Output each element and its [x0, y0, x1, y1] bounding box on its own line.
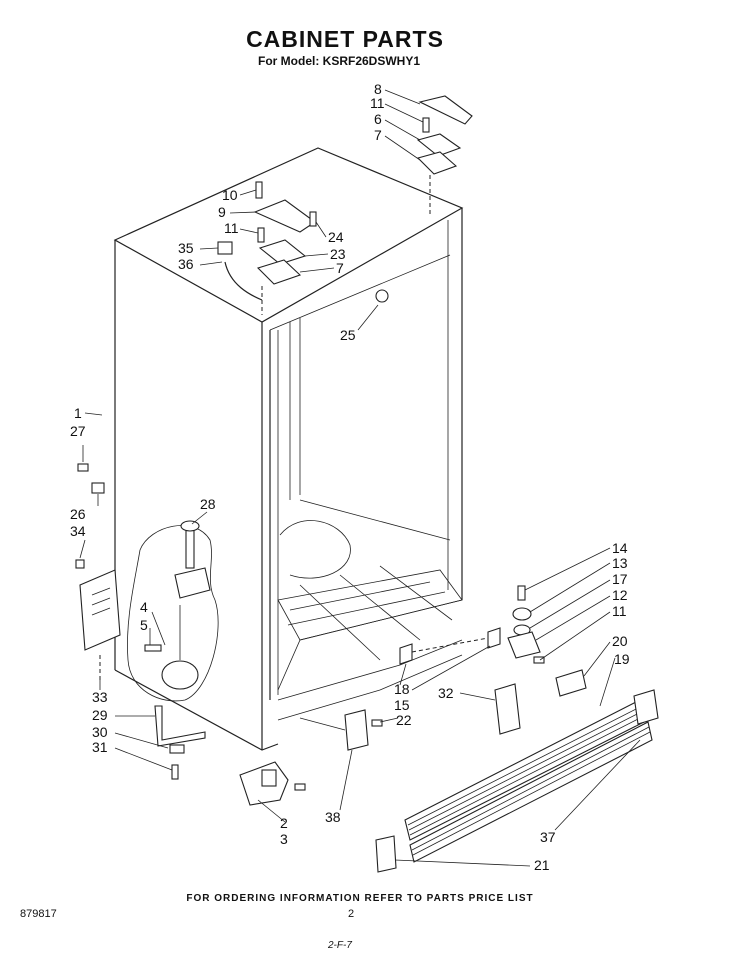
callout-4: 4: [140, 599, 148, 615]
center-bracket: [299, 709, 383, 751]
callout-1: 1: [74, 405, 82, 421]
right-clips: [399, 627, 501, 665]
callout-10: 10: [222, 187, 238, 203]
callout-26: 26: [70, 506, 86, 522]
side-bracket: [79, 569, 121, 680]
page-title: CABINET PARTS: [246, 26, 444, 52]
callout-28: 28: [200, 496, 216, 512]
callout-5: 5: [140, 617, 148, 633]
ordering-note: FOR ORDERING INFORMATION REFER TO PARTS …: [186, 893, 534, 904]
callout-29: 29: [92, 707, 108, 723]
callout-8: 8: [374, 81, 382, 97]
callout-38: 38: [325, 809, 341, 825]
model-number: For Model: KSRF26DSWHY1: [258, 54, 421, 68]
callout-labels: 8 11 6 7 10 9 11 24 35 23 36 7 25 1 27 2…: [70, 81, 630, 873]
callout-25: 25: [340, 327, 356, 343]
callout-23: 23: [330, 246, 346, 262]
revision-mark: 2-F-7: [328, 940, 352, 951]
top-hinge-middle: [217, 181, 317, 315]
callout-17: 17: [612, 571, 628, 587]
callout-2: 2: [280, 815, 288, 831]
callout-11: 11: [612, 603, 627, 619]
callout-9: 9: [218, 204, 226, 220]
page-number: 2: [348, 908, 355, 920]
callout-11: 11: [370, 95, 385, 111]
callout-7: 7: [336, 260, 344, 276]
callout-35: 35: [178, 240, 194, 256]
callout-14: 14: [612, 540, 628, 556]
callout-15: 15: [394, 697, 410, 713]
callout-19: 19: [614, 651, 630, 667]
top-hinge-upper: [416, 95, 473, 215]
vertical-bracket: [494, 683, 521, 735]
callout-32: 32: [438, 685, 454, 701]
callout-24: 24: [328, 229, 344, 245]
cabinet-outline: [113, 147, 464, 751]
right-hinge-stack: [507, 585, 545, 664]
callout-36: 36: [178, 256, 194, 272]
callout-12: 12: [612, 587, 628, 603]
grille-block: [555, 669, 587, 697]
callout-33: 33: [92, 689, 108, 705]
lower-left-hardware: [154, 705, 206, 780]
callout-3: 3: [280, 831, 288, 847]
callout-37: 37: [540, 829, 556, 845]
callout-27: 27: [70, 423, 86, 439]
callout-11: 11: [224, 220, 239, 236]
callout-18: 18: [394, 681, 410, 697]
callout-34: 34: [70, 523, 86, 539]
callout-30: 30: [92, 724, 108, 740]
lower-hinge: [239, 761, 306, 806]
callout-21: 21: [534, 857, 550, 873]
small-fasteners-left: [75, 463, 105, 569]
callout-6: 6: [374, 111, 382, 127]
callout-22: 22: [396, 712, 412, 728]
lower-hinge-cutaway: [127, 520, 219, 702]
callout-13: 13: [612, 555, 628, 571]
plug-button: [375, 289, 389, 303]
callout-7: 7: [374, 127, 382, 143]
callout-20: 20: [612, 633, 628, 649]
leader-lines: [79, 89, 641, 867]
callout-31: 31: [92, 739, 108, 755]
document-code: 879817: [20, 908, 57, 920]
toe-grille: [375, 689, 659, 873]
